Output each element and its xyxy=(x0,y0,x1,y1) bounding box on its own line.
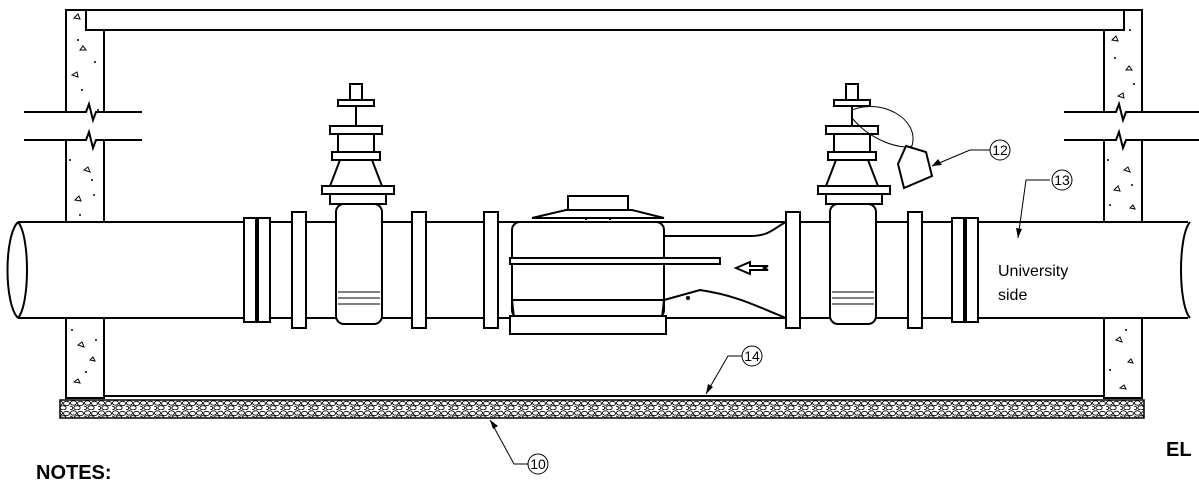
valve-tag-icon xyxy=(851,105,934,190)
pipe-label-line1: University xyxy=(998,263,1068,280)
water-meter xyxy=(509,195,787,335)
vault-left-wall xyxy=(65,9,105,399)
gate-valve-right xyxy=(817,83,891,325)
callout-14-text: 14 xyxy=(744,348,760,364)
callout-14: 14 xyxy=(705,345,763,395)
callout-12: 12 xyxy=(931,139,1011,167)
pipe-label-line2: side xyxy=(998,287,1027,304)
pipe-coupling-mid-right xyxy=(785,211,801,329)
pipe-side-label: University side xyxy=(998,263,1068,304)
callout-10-text: 10 xyxy=(530,456,546,472)
elevation-label: EL xyxy=(1166,439,1192,461)
callout-13-text: 13 xyxy=(1054,172,1070,188)
break-line-icon xyxy=(24,100,1199,152)
gate-valve-left xyxy=(321,83,395,325)
pipe-coupling-left xyxy=(243,211,307,329)
callout-10: 10 xyxy=(489,419,549,475)
vault-floor xyxy=(59,395,1145,419)
callout-13: 13 xyxy=(1016,169,1073,239)
vault-right-wall xyxy=(1103,9,1143,399)
pipe-coupling-mid-left xyxy=(411,211,499,329)
pipe-coupling-right xyxy=(907,211,979,329)
vault-lid xyxy=(85,9,1125,31)
flow-direction-arrow-icon xyxy=(733,260,769,276)
notes-heading: NOTES: xyxy=(36,462,112,480)
callout-12-text: 12 xyxy=(992,142,1008,158)
